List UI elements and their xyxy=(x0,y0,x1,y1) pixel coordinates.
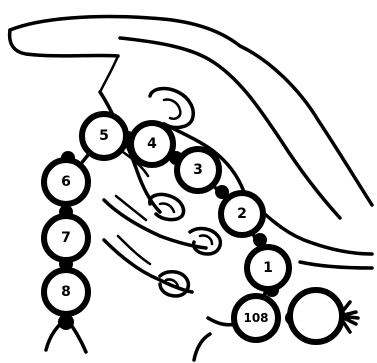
ring-fingernail xyxy=(200,235,212,244)
bead-5: 5 xyxy=(82,114,126,158)
middle-fingernail xyxy=(160,203,174,212)
bead-8-label: 8 xyxy=(61,284,71,300)
bead-2: 2 xyxy=(221,193,263,235)
bead-6-label: 6 xyxy=(61,174,71,190)
thumbnail xyxy=(164,99,180,118)
bead-7-label: 7 xyxy=(61,230,71,246)
finger-crease-3 xyxy=(118,236,150,264)
bead-7: 7 xyxy=(44,216,88,260)
bead-3-label: 3 xyxy=(193,162,203,178)
bead-4-label: 4 xyxy=(147,136,157,152)
bead-1: 1 xyxy=(247,247,289,289)
guru-bead xyxy=(290,290,342,342)
bead-8: 8 xyxy=(44,270,88,314)
ring-fingertip xyxy=(190,229,220,254)
finger-crease-2 xyxy=(116,196,146,220)
bead-5-label: 5 xyxy=(99,128,109,144)
bead-108-label: 108 xyxy=(243,311,268,325)
little-finger xyxy=(104,240,192,292)
bottom-tassel-right xyxy=(194,318,236,360)
bead-2-label: 2 xyxy=(237,206,247,222)
bead-3: 3 xyxy=(177,149,219,191)
wrist-lower xyxy=(300,262,372,268)
index-finger-crease xyxy=(100,56,118,92)
index-finger-underside xyxy=(10,30,118,56)
bead-6: 6 xyxy=(44,160,88,204)
bead-108: 108 xyxy=(234,296,278,340)
bead-1-label: 1 xyxy=(263,260,273,276)
bead-4: 4 xyxy=(131,123,173,165)
